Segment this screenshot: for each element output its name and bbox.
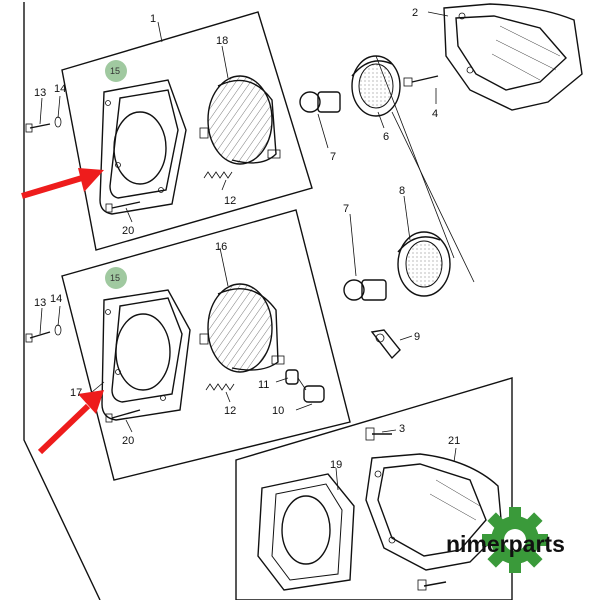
callout-21: 21 bbox=[448, 435, 460, 447]
screw-3 bbox=[365, 427, 392, 441]
callout-18: 18 bbox=[216, 35, 228, 47]
callout-2: 2 bbox=[412, 7, 418, 19]
bulb-holder-10-11 bbox=[285, 369, 325, 403]
screw-4 bbox=[403, 75, 439, 87]
upper-screw-20 bbox=[105, 201, 141, 213]
brand-logo-text: nimerparts bbox=[446, 531, 565, 557]
callout-19: 19 bbox=[330, 459, 342, 471]
callout-6: 6 bbox=[383, 131, 389, 143]
lower-bulb-7 bbox=[343, 279, 387, 301]
outer-frame bbox=[23, 2, 101, 600]
upper-spring-12 bbox=[203, 171, 233, 179]
callout-14b: 14 bbox=[50, 293, 62, 305]
callout-11: 11 bbox=[258, 379, 269, 391]
callout-1: 1 bbox=[150, 13, 156, 25]
red-arrow-lower bbox=[37, 390, 104, 455]
gear-tooth bbox=[509, 561, 521, 573]
gear-tooth bbox=[509, 507, 521, 519]
highlight-15-upper bbox=[105, 60, 127, 82]
gear-tooth bbox=[536, 534, 548, 546]
lower-screw-20 bbox=[105, 409, 141, 423]
upper-bulb-7 bbox=[299, 91, 341, 113]
leader-lines bbox=[39, 11, 457, 491]
callout-17: 17 bbox=[70, 387, 82, 399]
callout-7a: 7 bbox=[330, 151, 336, 163]
lower-housing-21 bbox=[365, 453, 503, 571]
callout-12a: 12 bbox=[224, 195, 236, 207]
highlight-15-lower bbox=[105, 267, 127, 289]
callout-8: 8 bbox=[399, 185, 405, 197]
housing-box bbox=[235, 377, 513, 600]
lower-bulb-holder-8 bbox=[397, 231, 451, 297]
callout-7b: 7 bbox=[343, 203, 349, 215]
callout-20b: 20 bbox=[122, 435, 134, 447]
upper-bezel bbox=[99, 79, 187, 215]
callout-4: 4 bbox=[432, 108, 438, 120]
callout-14a: 14 bbox=[54, 83, 66, 95]
callout-9: 9 bbox=[414, 331, 420, 343]
wire-lines bbox=[375, 55, 475, 283]
lower-spring-12 bbox=[205, 383, 235, 391]
lower-bezel bbox=[101, 289, 191, 421]
callout-20a: 20 bbox=[122, 225, 134, 237]
lower-screw-13 bbox=[25, 324, 62, 343]
upper-headlamp-lens bbox=[199, 75, 281, 165]
lower-headlamp-lens bbox=[199, 283, 285, 373]
housing-bottom-screw bbox=[417, 579, 447, 591]
connector-9 bbox=[370, 329, 401, 360]
callout-12b: 12 bbox=[224, 405, 236, 417]
upper-bulb-holder-6 bbox=[351, 55, 401, 117]
callout-15b: 15 bbox=[110, 273, 120, 283]
callout-13b: 13 bbox=[34, 297, 46, 309]
upper-housing-2 bbox=[443, 3, 583, 111]
gear-tooth bbox=[482, 534, 494, 546]
red-arrow-upper bbox=[21, 168, 104, 199]
gasket-19 bbox=[257, 473, 355, 591]
callout-10: 10 bbox=[272, 405, 284, 417]
upper-screw-13 bbox=[25, 116, 62, 133]
callout-15a: 15 bbox=[110, 66, 120, 76]
callout-13a: 13 bbox=[34, 87, 46, 99]
callout-3: 3 bbox=[399, 423, 405, 435]
callout-16: 16 bbox=[215, 241, 227, 253]
